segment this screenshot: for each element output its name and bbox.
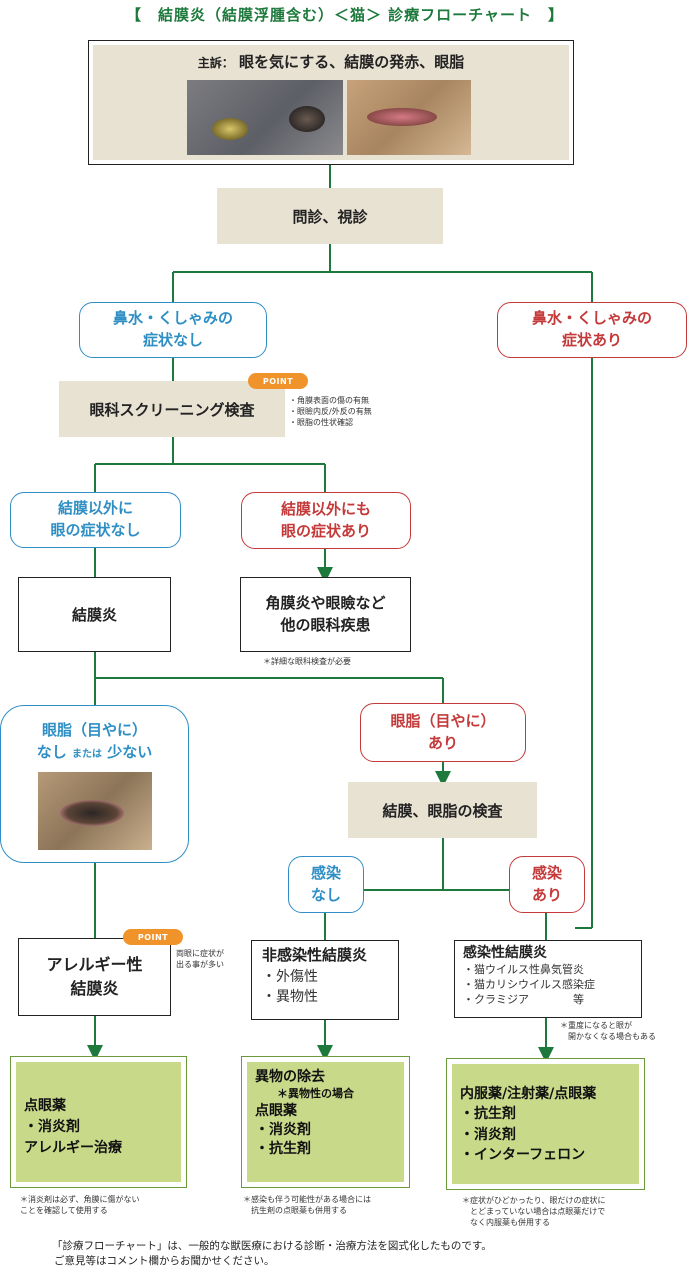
infectious-treatment-note-line: なく内服薬も併用する bbox=[470, 1218, 550, 1228]
allergic-treatment-line: ・消炎剤 bbox=[24, 1119, 80, 1135]
footer-note: 「診療フローチャート」は、一般的な獣医療における診断・治療方法を図式化したもので… bbox=[52, 1239, 652, 1269]
noninfectious-title: 非感染性結膜炎 bbox=[262, 946, 368, 964]
noninfectious-treatment-line: 異物の除去 bbox=[255, 1069, 325, 1085]
other-eye-disease-box: 角膜炎や眼瞼など 他の眼科疾患 bbox=[240, 577, 411, 652]
infectious-treatment-note-line: ＊症状がひどかったり、眼だけの症状に bbox=[462, 1196, 606, 1205]
discharge-none-label-2: なし または 少ない bbox=[37, 742, 153, 764]
infection-no-label-2: なし bbox=[310, 885, 341, 904]
noninfectious-item: ・異物性 bbox=[262, 989, 318, 1006]
discharge-yes-label-2: あり bbox=[427, 733, 458, 752]
no-nasal-label-1: 鼻水・くしゃみの bbox=[112, 309, 233, 328]
allergic-treatment-note: ＊消炎剤は必ず、角膜に傷がない ことを確認して使用する bbox=[20, 1194, 190, 1216]
other-label-1: 結膜以外にも bbox=[280, 499, 371, 518]
screening-box: 眼科スクリーニング検査 bbox=[59, 381, 285, 437]
other-disease-note: ＊詳細な眼科検査が必要 bbox=[263, 657, 351, 666]
infectious-note: ＊重度になると眼が 開かなくなる場合もある bbox=[560, 1020, 688, 1042]
interview-box: 問診、視診 bbox=[217, 188, 443, 244]
no-other-label-1: 結膜以外に bbox=[57, 499, 133, 518]
noninfectious-treatment-line: ・消炎剤 bbox=[255, 1121, 311, 1138]
point-badge-screening: POINT bbox=[248, 373, 308, 389]
allergic-note-line: 出る事が多い bbox=[176, 960, 224, 970]
allergic-treatment-note-line: ことを確認して使用する bbox=[20, 1206, 108, 1216]
infectious-note-line: ＊重度になると眼が bbox=[560, 1021, 632, 1030]
nasal-label-1: 鼻水・くしゃみの bbox=[531, 309, 652, 328]
infectious-treatment-line: 内服薬/注射薬/点眼薬 bbox=[460, 1086, 597, 1102]
screening-note: ・眼瞼内反/外反の有無 bbox=[289, 407, 372, 417]
infectious-note-line: 開かなくなる場合もある bbox=[568, 1032, 656, 1042]
noninfectious-treatment-subnote: ＊異物性の場合 bbox=[277, 1086, 354, 1100]
other-disease-label-1: 角膜炎や眼瞼など bbox=[265, 593, 386, 612]
other-disease-label-2: 他の眼科疾患 bbox=[280, 615, 371, 634]
infectious-treatment-card: 内服薬/注射薬/点眼薬 ・抗生剤 ・消炎剤 ・インターフェロン bbox=[446, 1058, 645, 1190]
allergic-conjunctivitis-box: アレルギー性 結膜炎 bbox=[18, 938, 171, 1016]
cat-eye-photo-1 bbox=[187, 80, 343, 155]
no-nasal-label-2: 症状なし bbox=[142, 331, 203, 349]
allergic-treatment-line: 点眼薬 bbox=[24, 1098, 66, 1114]
screening-notes: ・角膜表面の傷の有無 ・眼瞼内反/外反の有無 ・眼脂の性状確認 bbox=[289, 395, 409, 429]
discharge-present: 眼脂（目やに） あり bbox=[360, 703, 526, 762]
cat-eye-photo-2 bbox=[347, 80, 471, 155]
infection-no-label-1: 感染 bbox=[310, 863, 341, 882]
infectious-item: ・猫ウイルス性鼻気管炎 bbox=[463, 962, 584, 976]
other-eye-symptoms: 結膜以外にも 眼の症状あり bbox=[241, 492, 411, 549]
allergic-label-1: アレルギー性 bbox=[46, 955, 143, 974]
noninfectious-treatment-note: ＊感染も伴う可能性がある場合には 抗生剤の点眼薬も併用する bbox=[243, 1194, 413, 1216]
noninfectious-item: ・外傷性 bbox=[262, 968, 318, 985]
infectious-treatment-line: ・インターフェロン bbox=[460, 1146, 586, 1163]
chief-complaint-box: 主訴： 眼を気にする、結膜の発赤、眼脂 bbox=[88, 40, 574, 165]
discharge-none-label-1: 眼脂（目やに） bbox=[41, 721, 147, 739]
allergic-treatment-line: アレルギー治療 bbox=[24, 1140, 122, 1156]
other-label-2: 眼の症状あり bbox=[280, 521, 371, 540]
discharge-yes-label-1: 眼脂（目やに） bbox=[390, 711, 496, 730]
footer-line: ご意見等はコメント欄からお聞かせください。 bbox=[54, 1255, 275, 1268]
cat-eye-photo-3 bbox=[37, 771, 152, 850]
allergic-treatment-card: 点眼薬 ・消炎剤 アレルギー治療 bbox=[10, 1056, 187, 1188]
noninfectious-treatment-line: 点眼薬 bbox=[255, 1102, 297, 1119]
screening-note: ・角膜表面の傷の有無 bbox=[289, 396, 369, 405]
point-badge-allergic: POINT bbox=[123, 929, 183, 945]
infection-no: 感染 なし bbox=[288, 856, 364, 913]
conjunctivitis-box: 結膜炎 bbox=[18, 577, 171, 652]
allergic-note: 両眼に症状が 出る事が多い bbox=[176, 948, 246, 970]
infectious-item: ・猫カリシウイルス感染症 bbox=[463, 977, 595, 991]
infectious-treatment-line: ・抗生剤 bbox=[460, 1106, 516, 1123]
allergic-note-line: 両眼に症状が bbox=[176, 949, 224, 958]
footer-line: 「診療フローチャート」は、一般的な獣医療における診断・治療方法を図式化したもので… bbox=[52, 1240, 492, 1252]
infectious-treatment-note: ＊症状がひどかったり、眼だけの症状に とどまっていない場合は点眼薬だけで なく内… bbox=[462, 1195, 652, 1229]
infectious-conjunctivitis-box: 感染性結膜炎 ・猫ウイルス性鼻気管炎 ・猫カリシウイルス感染症 ・クラミジア 等 bbox=[454, 940, 642, 1018]
infection-yes-label-1: 感染 bbox=[531, 863, 562, 882]
noninfectious-treatment-note-line: 抗生剤の点眼薬も併用する bbox=[251, 1206, 347, 1216]
noninfectious-treatment-note-line: ＊感染も伴う可能性がある場合には bbox=[243, 1195, 371, 1204]
infection-yes-label-2: あり bbox=[531, 885, 562, 904]
no-other-label-2: 眼の症状なし bbox=[50, 521, 141, 539]
discharge-none-word: なし bbox=[36, 742, 67, 761]
infection-yes: 感染 あり bbox=[509, 856, 585, 913]
screening-note: ・眼脂の性状確認 bbox=[289, 418, 353, 428]
discharge-or-word: または bbox=[72, 748, 102, 760]
nasal-symptoms: 鼻水・くしゃみの 症状あり bbox=[497, 302, 687, 358]
chief-complaint-text: 眼を気にする、結膜の発赤、眼脂 bbox=[239, 53, 465, 71]
nasal-label-2: 症状あり bbox=[561, 331, 622, 349]
noninfectious-treatment-line: ・抗生剤 bbox=[255, 1140, 311, 1157]
noninfectious-conjunctivitis-box: 非感染性結膜炎 ・外傷性 ・異物性 bbox=[251, 940, 399, 1020]
page-title: 【 結膜炎（結膜浮腫含む）＜猫＞ 診療フローチャート 】 bbox=[125, 6, 565, 24]
discharge-little-word: 少ない bbox=[107, 742, 153, 761]
infectious-item: ・クラミジア 等 bbox=[463, 992, 584, 1006]
exam-box: 結膜、眼脂の検査 bbox=[348, 782, 537, 838]
infectious-treatment-line: ・消炎剤 bbox=[460, 1126, 516, 1143]
discharge-none-or-little: 眼脂（目やに） なし または 少ない bbox=[0, 705, 189, 863]
no-other-eye-symptoms: 結膜以外に 眼の症状なし bbox=[10, 492, 181, 548]
infectious-treatment-note-line: とどまっていない場合は点眼薬だけで bbox=[470, 1207, 606, 1217]
chief-complaint-label: 主訴： bbox=[197, 56, 234, 70]
allergic-treatment-note-line: ＊消炎剤は必ず、角膜に傷がない bbox=[20, 1195, 140, 1204]
noninfectious-treatment-card: 異物の除去 ＊異物性の場合 点眼薬 ・消炎剤 ・抗生剤 bbox=[241, 1056, 410, 1188]
no-nasal-symptoms: 鼻水・くしゃみの 症状なし bbox=[79, 302, 267, 358]
allergic-label-2: 結膜炎 bbox=[70, 979, 119, 998]
infectious-title: 感染性結膜炎 bbox=[463, 945, 547, 961]
